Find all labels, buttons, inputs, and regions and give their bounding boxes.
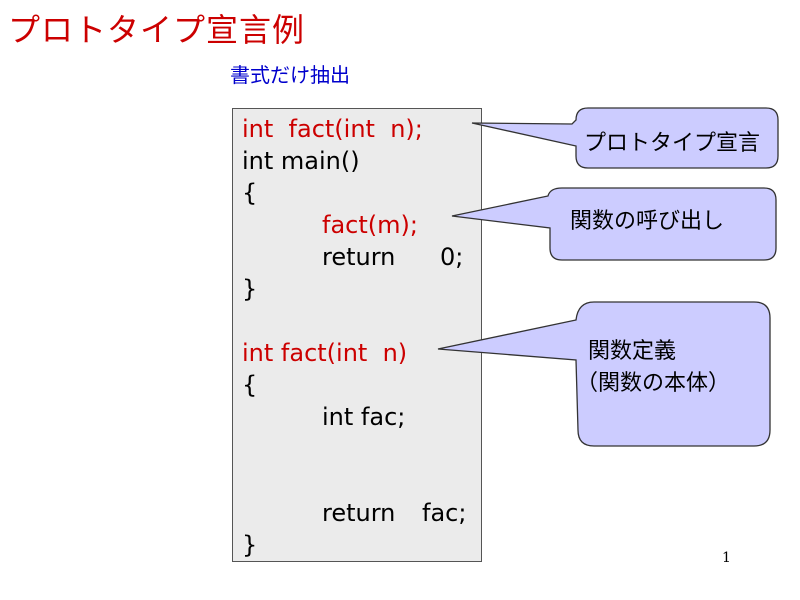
code-line-def-close-brace: } xyxy=(242,531,258,559)
code-line-call: fact(m); xyxy=(322,211,418,239)
page-number: 1 xyxy=(722,550,731,566)
code-line-prototype: int fact(int n); xyxy=(242,115,423,143)
callout-prototype-label: プロトタイプ宣言 xyxy=(584,131,761,156)
code-line-def-open-brace: { xyxy=(242,371,258,399)
callout-prototype-shape xyxy=(471,107,779,169)
callout-definition-shape xyxy=(437,301,771,447)
slide-title: プロトタイプ宣言例 xyxy=(8,11,306,49)
slide-subtitle: 書式だけ抽出 xyxy=(230,63,350,87)
code-line-close-brace: } xyxy=(242,275,258,303)
code-line-def-return-value: fac; xyxy=(422,499,467,527)
callout-definition-label-2: （関数の本体） xyxy=(576,371,731,396)
code-line-return-keyword: return xyxy=(322,243,396,271)
code-box: int fact(int n); int main() { fact(m); r… xyxy=(232,108,482,562)
callout-call-label: 関数の呼び出し xyxy=(570,209,725,234)
code-line-main: int main() xyxy=(242,147,360,175)
code-line-open-brace: { xyxy=(242,179,258,207)
callout-definition-label-1: 関数定義 xyxy=(588,339,677,364)
code-line-definition: int fact(int n) xyxy=(242,339,408,367)
code-line-declaration: int fac; xyxy=(322,403,406,431)
code-line-return-value: 0; xyxy=(440,243,464,271)
callout-call-shape xyxy=(451,187,777,261)
code-line-def-return-keyword: return xyxy=(322,499,396,527)
